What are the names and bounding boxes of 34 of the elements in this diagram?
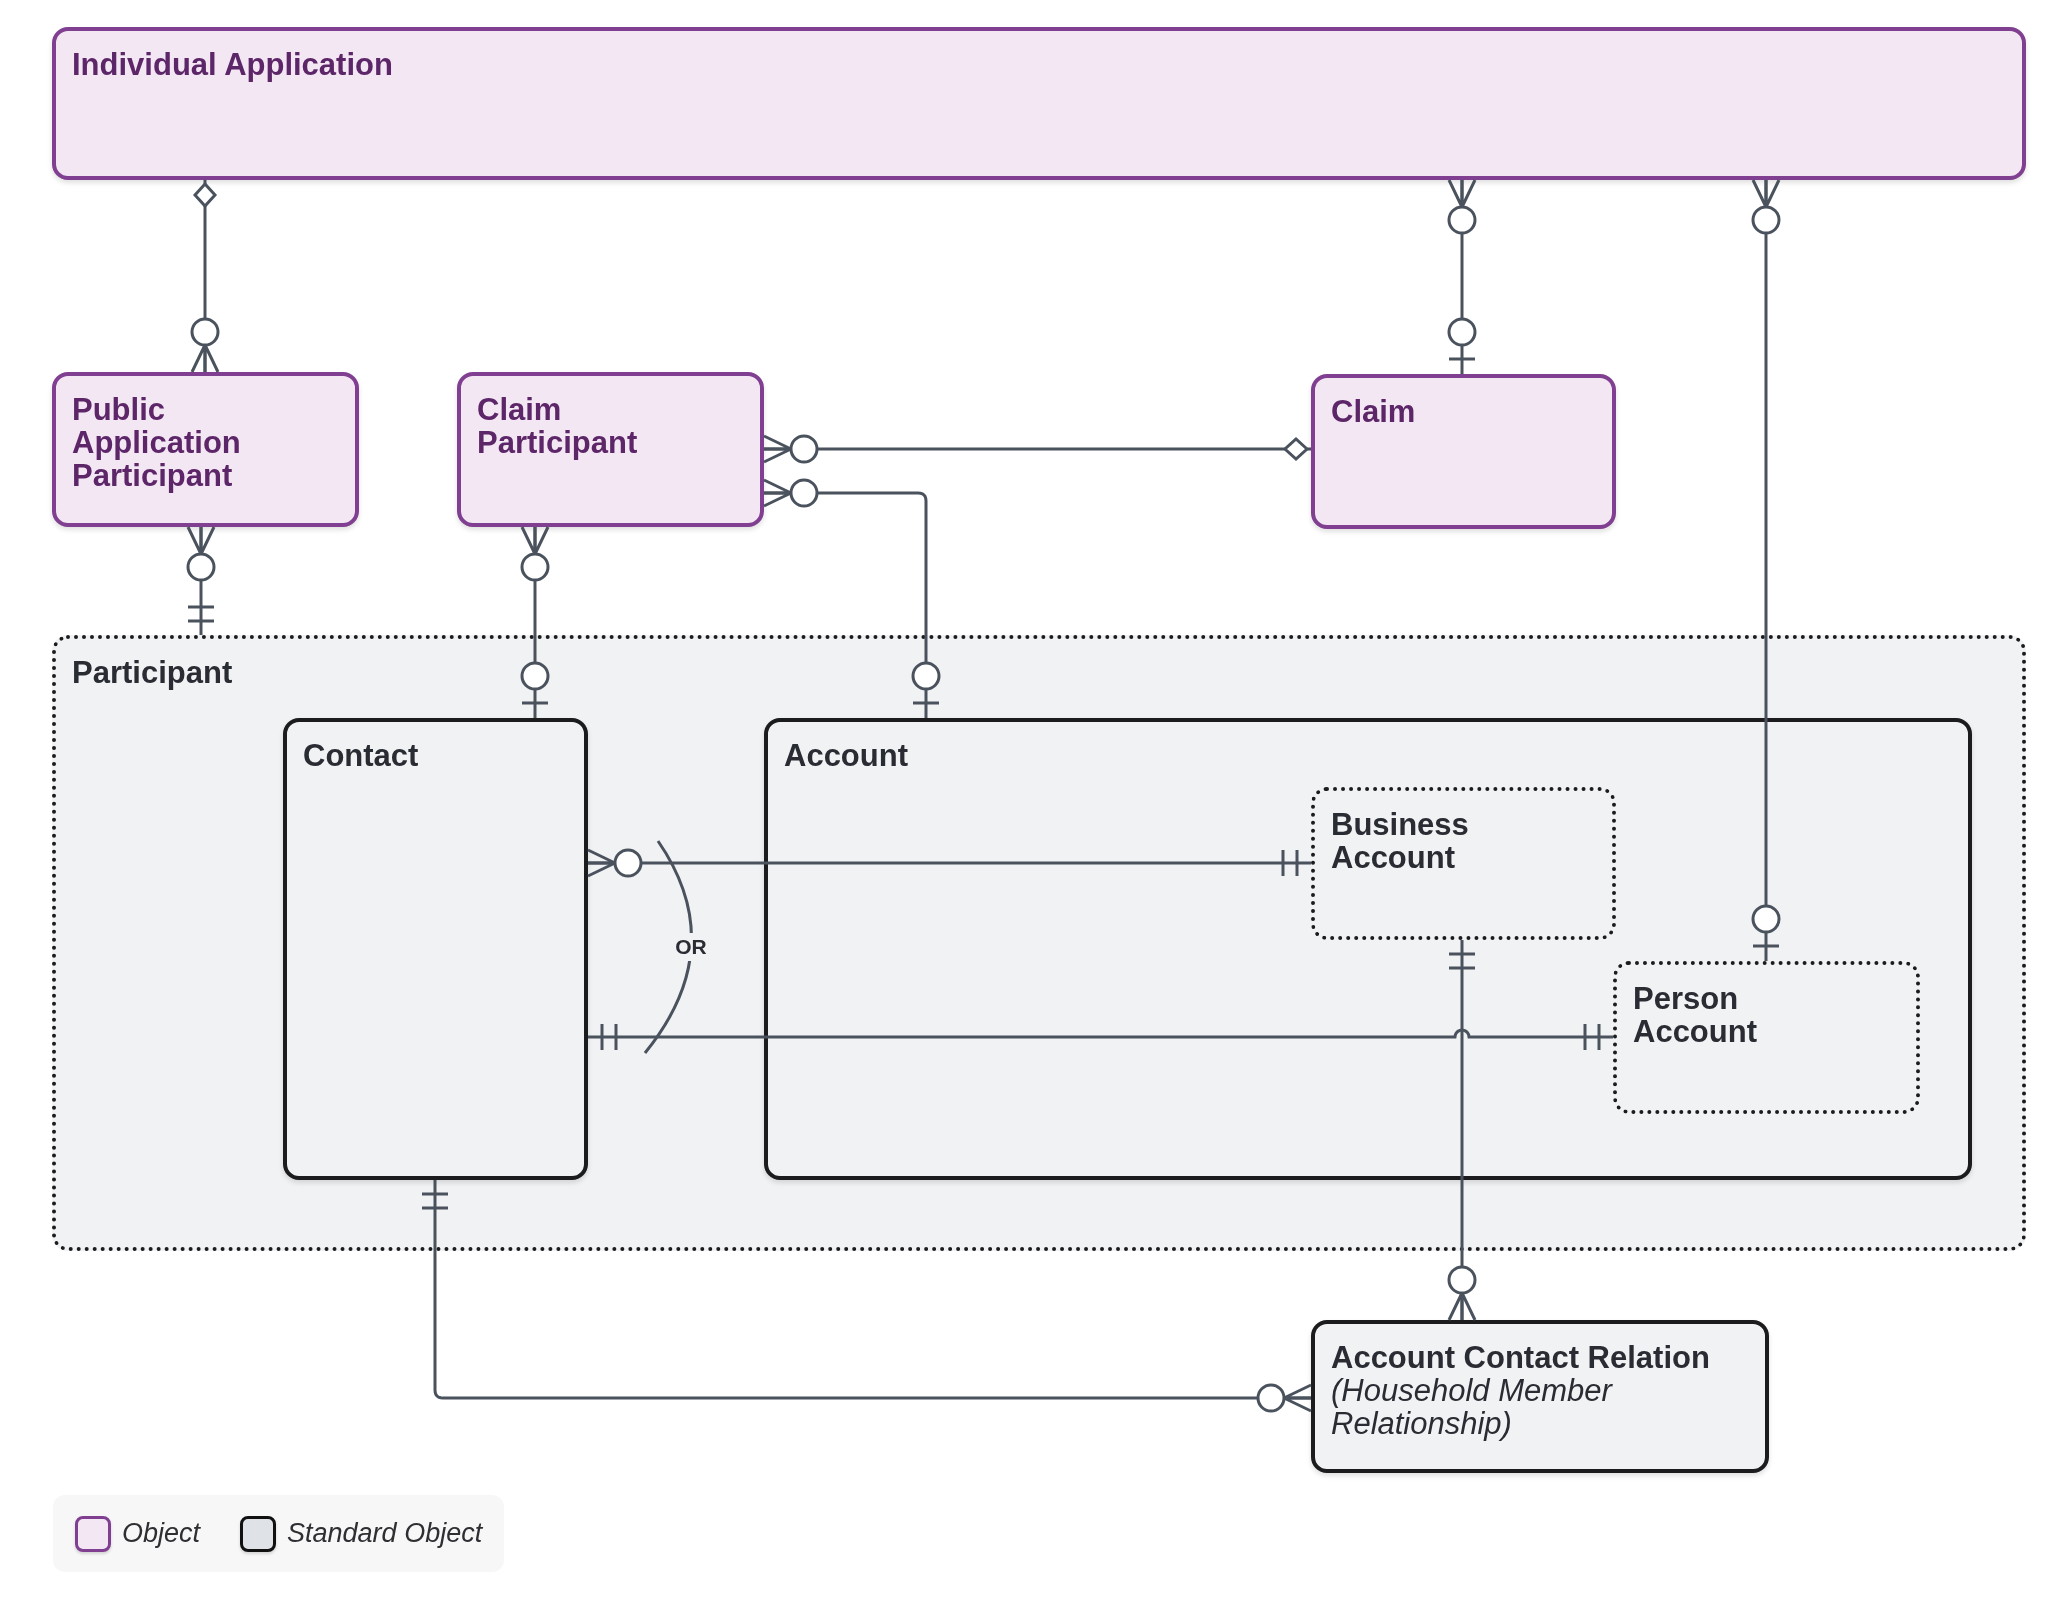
relationship-line [1447, 178, 1477, 374]
relationship-line [422, 1180, 1313, 1413]
entity-name: Person Account [1633, 982, 1758, 1048]
relationship-line [190, 180, 220, 374]
relationship-line [1447, 940, 1477, 1322]
relationship-line [1751, 178, 1781, 961]
subtype-box [1613, 961, 1920, 1114]
relationship-line [586, 848, 1311, 878]
relationship-line [520, 525, 550, 718]
group-panel [52, 635, 2026, 1251]
entity-box [457, 372, 764, 527]
entity-box [52, 372, 359, 527]
entity-note: (Household Member Relationship) [1331, 1374, 1614, 1440]
entity-name: Contact [303, 739, 420, 772]
relationship-line [186, 525, 216, 635]
entity-name: Claim Participant [477, 393, 639, 459]
entity-name: Individual Application [72, 48, 394, 81]
relationship-line [762, 478, 941, 718]
entity-name: Account [784, 739, 909, 772]
entity-name: Account Contact Relation [1331, 1341, 1711, 1374]
entity-name: Claim [1331, 395, 1417, 428]
entity-name: Participant [72, 656, 234, 689]
subtype-box [1311, 787, 1616, 940]
entity-box [52, 27, 2026, 180]
entity-box [764, 718, 1972, 1180]
entity-name: Business Account [1331, 808, 1470, 874]
entity-box [283, 718, 588, 1180]
legend-text: Object [122, 1518, 201, 1549]
entity-box [1311, 1320, 1769, 1473]
legend-text: Standard Object [287, 1518, 483, 1549]
entity-box [1311, 374, 1616, 529]
relationship-line [588, 1024, 1613, 1050]
entity-name: Public Application Participant [72, 393, 242, 492]
relationship-line [762, 434, 1311, 464]
